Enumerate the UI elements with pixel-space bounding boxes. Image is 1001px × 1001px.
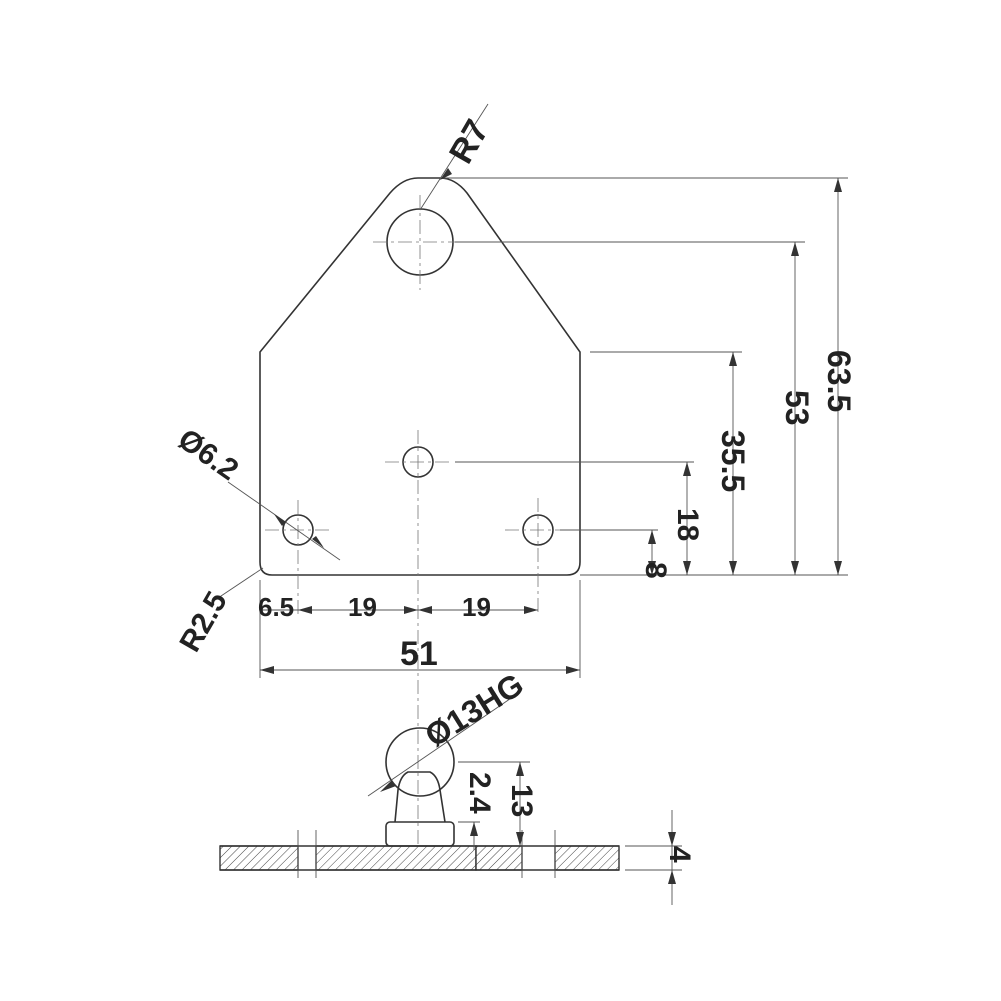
label-spacing-left: 19: [348, 592, 377, 622]
label-hole-diameter: Ø6.2: [172, 423, 244, 487]
center-lines: [265, 195, 572, 870]
label-height-18: 18: [671, 508, 704, 541]
plate-section-left: [219, 845, 299, 871]
label-height-35-5: 35.5: [715, 430, 751, 492]
side-view: [219, 727, 620, 878]
label-edge-offset: 6.5: [258, 592, 294, 622]
label-ball-neck: 2.4: [463, 772, 496, 814]
stud-neck: [394, 771, 446, 823]
plate-section-mid-left: [315, 845, 477, 871]
leader-lines: [214, 103, 489, 601]
ball-head: [385, 727, 455, 797]
horizontal-dimensions: [260, 606, 580, 674]
label-height-8: 8: [639, 562, 672, 579]
plate-outline: [259, 177, 581, 576]
plate-section-mid-right: [475, 845, 523, 871]
label-height-53: 53: [779, 390, 815, 426]
label-ball-height: 13: [505, 784, 538, 817]
label-corner-radius: R2.5: [173, 586, 233, 657]
vertical-dimensions: [648, 178, 842, 575]
plate-section-right: [554, 845, 620, 871]
label-height-63-5: 63.5: [821, 350, 857, 412]
stud-base: [385, 821, 455, 847]
label-overall-width: 51: [400, 635, 438, 673]
plate-top-view: [259, 177, 581, 576]
side-dimensions: [367, 691, 682, 905]
extension-lines: [259, 177, 848, 678]
label-spacing-right: 19: [462, 592, 491, 622]
label-plate-thickness: 4: [663, 846, 696, 863]
label-ball-size: Ø13HG: [419, 666, 530, 754]
label-r7: R7: [442, 113, 497, 170]
dimension-labels: R7 Ø6.2 R2.5 6.5 19 19 51 8 18 35.5 53 6…: [172, 113, 857, 863]
